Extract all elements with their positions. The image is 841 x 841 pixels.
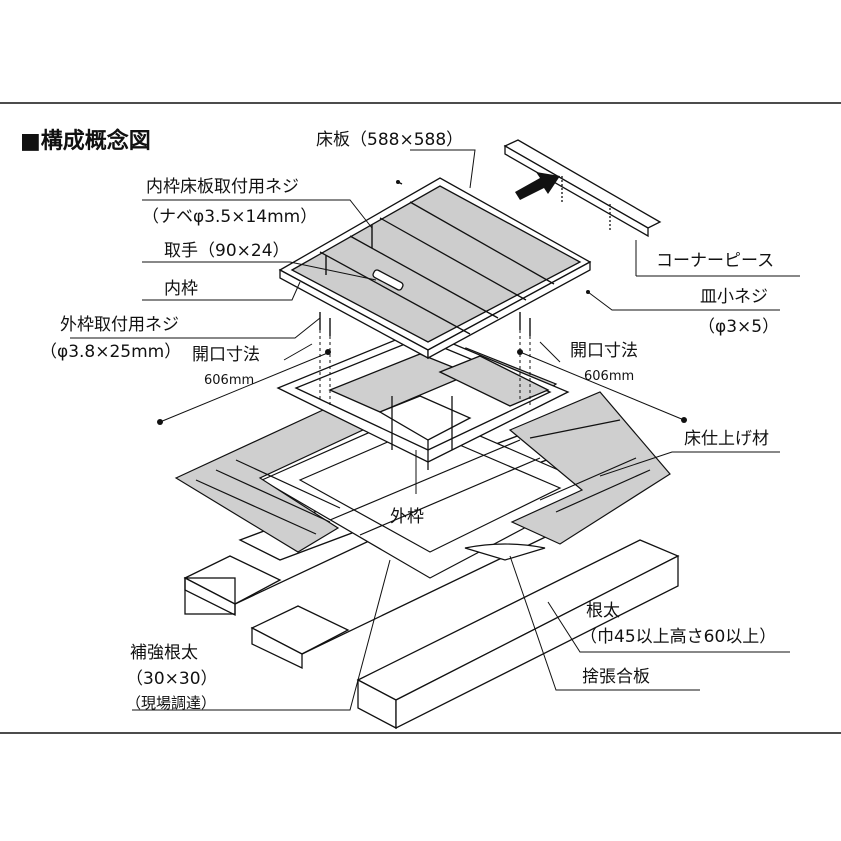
label-reinforce-2: （30×30） [126,669,218,689]
leader-lines [70,149,800,711]
direction-arrow-icon [515,172,560,200]
label-joist-1: 根太 [586,601,620,621]
outer-frame-inner [294,337,552,451]
ff-line-2 [215,469,331,523]
outer-frame-board-b [438,355,550,407]
label-flat-screw-1: 皿小ネジ [700,287,768,307]
corner-piece [503,139,662,238]
ff-line-6 [529,419,621,439]
label-outer-frame: 外枠 [390,507,424,527]
board-groove-1 [319,251,471,335]
label-handle: 取手（90×24） [164,241,290,261]
subfloor-line-1 [329,439,521,521]
board-groove-4 [409,201,555,285]
leader-opening-left [283,343,313,361]
subfloor-line-2 [359,457,541,536]
outer-frame-hole [378,395,472,441]
plywood-piece [464,543,546,561]
dim-left [159,351,331,423]
label-flat-screw-2: （φ3×5） [698,317,779,337]
ff-line-1 [195,479,317,535]
dim-dot-left-2 [325,349,331,355]
leader-outer-screw [70,317,321,339]
corner-piece-face [504,144,649,238]
label-opening-left-2: 606mm [204,373,254,388]
leader-floor-finish [599,451,780,477]
label-floor-board: 床板（588×588） [316,130,463,150]
board-groove-3 [379,217,527,301]
floor-finish-right [508,391,671,545]
label-outer-screw-1: 外枠取付用ネジ [60,315,179,335]
handle-slot [372,269,404,291]
joist-front-side [395,554,679,730]
label-floor-finish: 床仕上げ材 [684,429,769,449]
joist-left-box [184,577,236,615]
inner-screw-dot [396,180,400,184]
leader-floor-board [410,149,476,189]
dim-dot-left [157,419,163,425]
screws [319,181,531,336]
leader-opening-right [539,341,561,363]
dimension-lines [159,351,685,423]
label-opening-right-2: 606mm [584,369,634,384]
dim-dot-right-2 [681,417,687,423]
ff-line-3 [235,459,341,509]
label-inner-screw-2: （ナベφ3.5×14mm） [142,207,317,227]
joist-mid-face [251,626,303,670]
label-outer-screw-2: （φ3.8×25mm） [40,342,181,362]
leader-joist [547,601,790,653]
leader-flat-screw [587,291,780,311]
dim-right [519,351,685,421]
outer-frame-opening [298,427,562,553]
ff-line-5 [555,469,651,513]
label-reinforce-3: （現場調達） [126,694,216,712]
floor-board [290,185,582,343]
inner-frame-side [427,260,591,360]
leader-plywood [509,555,700,691]
outer-frame-outline [276,329,570,463]
board-groove-2 [349,235,499,319]
label-corner-piece: コーナーピース [656,251,774,271]
flat-screw-dot [586,290,590,294]
label-plywood: 捨張合板 [582,667,650,687]
label-opening-left-1: 開口寸法 [192,345,260,365]
leader-reinforce [132,559,391,711]
label-inner-frame: 内枠 [164,279,198,299]
label-reinforce-1: 補強根太 [130,643,198,663]
leader-handle [142,261,377,281]
dim-dot-right [517,349,523,355]
diagram-title: ■構成概念図 [20,128,151,154]
leader-inner-frame [142,281,301,301]
label-opening-right-1: 開口寸法 [570,341,638,361]
leader-inner-screw [142,199,373,229]
floor-board-assembly [278,177,592,360]
label-inner-screw-1: 内枠床板取付用ネジ [146,177,299,197]
label-joist-2: （巾45以上高さ60以上） [580,627,776,647]
ff-line-4 [539,457,637,501]
outer-frame [276,329,570,470]
corner-piece-bar [503,139,662,229]
